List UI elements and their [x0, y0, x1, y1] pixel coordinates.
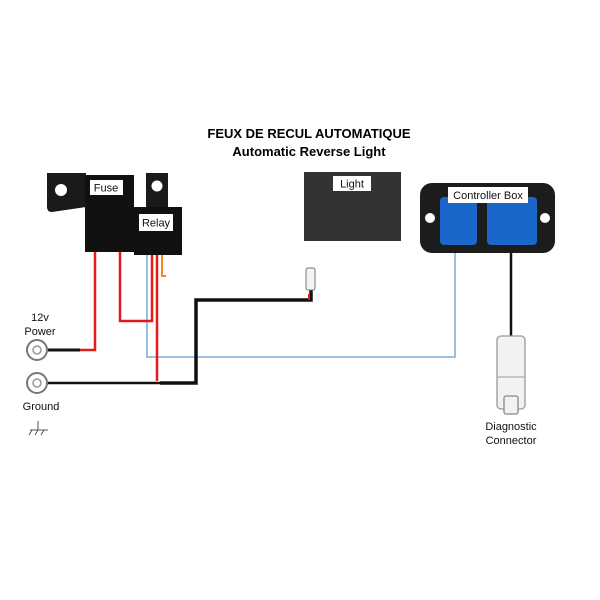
controller-mount-hole-left: [425, 213, 435, 223]
relay: Relay: [134, 173, 182, 255]
wires: [46, 228, 513, 385]
wire-red-loop: [118, 252, 154, 323]
diagnostic-label-line1: Diagnostic: [485, 421, 537, 433]
wire-orange: [161, 255, 166, 277]
fuse-bracket: [47, 173, 86, 212]
light-label-box: [333, 176, 371, 191]
fuse-bracket-hole: [55, 184, 67, 196]
fuse-label-box: [90, 180, 123, 195]
ground-label: Ground: [23, 401, 60, 413]
wire-blue-signal: [146, 228, 456, 358]
title-sub: Automatic Reverse Light: [232, 144, 386, 159]
light-connector: [305, 267, 316, 291]
title-main: FEUX DE RECUL AUTOMATIQUE: [207, 126, 411, 141]
light: Light: [304, 172, 401, 291]
controller-label: Controller Box: [453, 190, 523, 202]
controller-label-box: [448, 187, 528, 203]
ground-terminal: [26, 372, 48, 394]
wire-black-light: [160, 288, 313, 385]
controller-mount-hole-right: [540, 213, 550, 223]
power-terminal: [26, 339, 48, 361]
power-label-line2: Power: [24, 326, 56, 338]
diagnostic-connector: [496, 335, 526, 415]
controller-port-left: [440, 197, 477, 245]
diagnostic-connector-latch: [503, 395, 519, 415]
fuse-holder: Fuse: [47, 173, 134, 252]
controller-box: Controller Box: [420, 183, 555, 253]
controller-port-right: [487, 197, 537, 245]
relay-label-box: [139, 214, 173, 231]
fuse-label: Fuse: [94, 183, 118, 195]
relay-label: Relay: [142, 218, 171, 230]
ground-symbol-icon: [28, 421, 48, 436]
light-label: Light: [340, 179, 364, 191]
wire-red-power: [55, 252, 97, 352]
power-label-line1: 12v: [31, 312, 49, 324]
relay-tab-hole: [151, 180, 163, 192]
diagnostic-label-line2: Connector: [486, 435, 537, 447]
